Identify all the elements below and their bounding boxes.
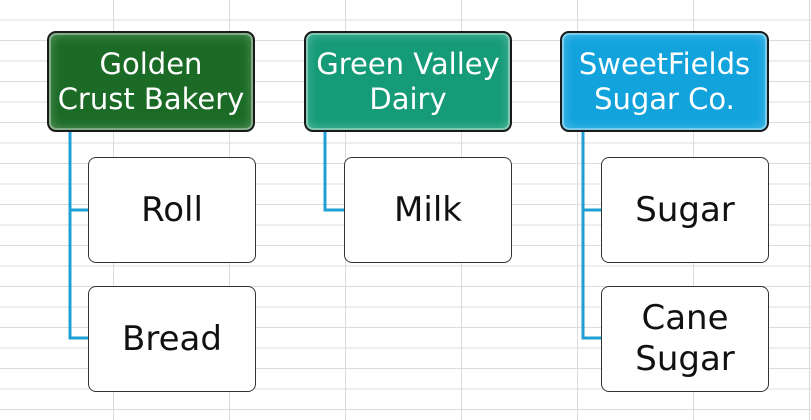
node-sweetfields-sugar-co[interactable]: SweetFields Sugar Co. [560,31,769,132]
connector-golden-crust-roll [68,130,90,212]
node-sugar[interactable]: Sugar [601,157,769,263]
node-bread[interactable]: Bread [88,286,256,392]
node-label: Milk [394,189,462,230]
node-green-valley-dairy[interactable]: Green Valley Dairy [304,31,512,132]
connector-green-valley-milk [323,130,346,212]
node-label: Golden Crust Bakery [57,46,245,116]
node-cane-sugar[interactable]: Cane Sugar [601,286,769,392]
node-label: Roll [141,189,203,230]
node-label: SweetFields Sugar Co. [578,46,751,116]
node-label: Cane Sugar [635,298,735,379]
node-label: Green Valley Dairy [316,46,500,116]
connector-sweetfields-sugar [581,130,603,212]
connector-golden-crust-bread [68,210,90,340]
node-roll[interactable]: Roll [88,157,256,263]
connector-sweetfields-cane-sugar [581,210,603,340]
node-label: Bread [122,318,222,359]
node-label: Sugar [635,189,735,230]
node-golden-crust-bakery[interactable]: Golden Crust Bakery [47,31,255,132]
node-milk[interactable]: Milk [344,157,512,263]
